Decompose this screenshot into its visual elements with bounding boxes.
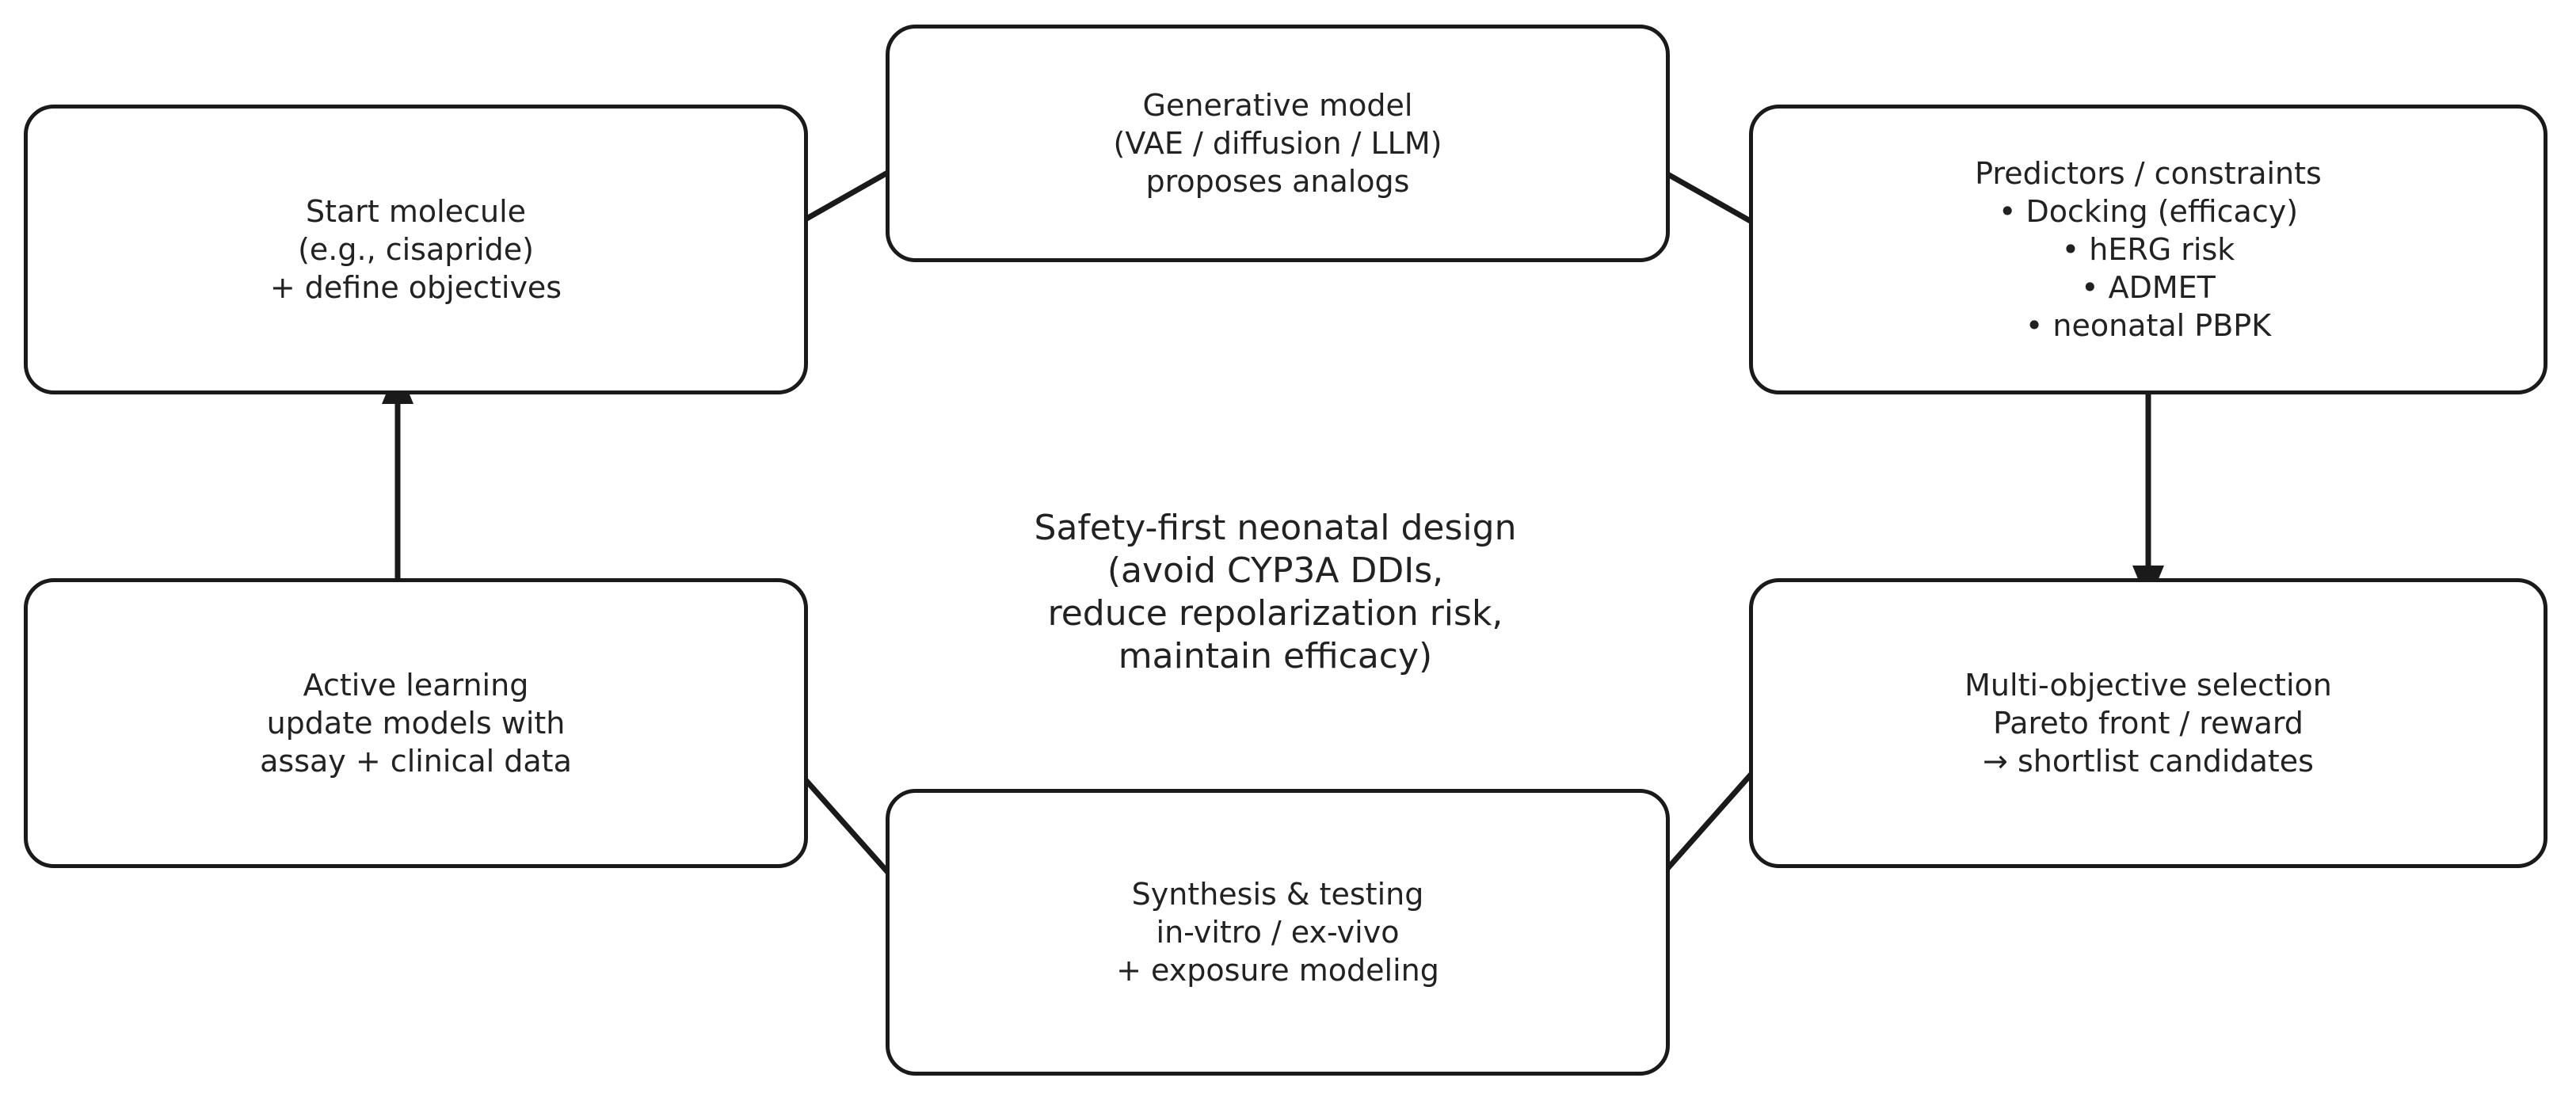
node-synthesis-testing: Synthesis & testing in-vitro / ex-vivo +… [886,789,1670,1076]
node-predictors-constraints-text: Predictors / constraints • Docking (effi… [1975,156,2322,343]
node-generative-model: Generative model (VAE / diffusion / LLM)… [886,25,1670,262]
node-generative-model-text: Generative model (VAE / diffusion / LLM)… [1113,88,1442,199]
node-multi-objective-selection-text: Multi-objective selection Pareto front /… [1964,668,2332,779]
node-synthesis-testing-text: Synthesis & testing in-vitro / ex-vivo +… [1116,877,1439,988]
node-active-learning-text: Active learning update models with assay… [260,668,572,779]
node-active-learning: Active learning update models with assay… [24,578,808,868]
node-start-molecule: Start molecule (e.g., cisapride) + defin… [24,105,808,394]
node-predictors-constraints: Predictors / constraints • Docking (effi… [1749,105,2547,394]
center-note: Safety-first neonatal design (avoid CYP3… [1034,508,1517,676]
node-multi-objective-selection: Multi-objective selection Pareto front /… [1749,578,2547,868]
node-start-molecule-text: Start molecule (e.g., cisapride) + defin… [269,194,562,305]
